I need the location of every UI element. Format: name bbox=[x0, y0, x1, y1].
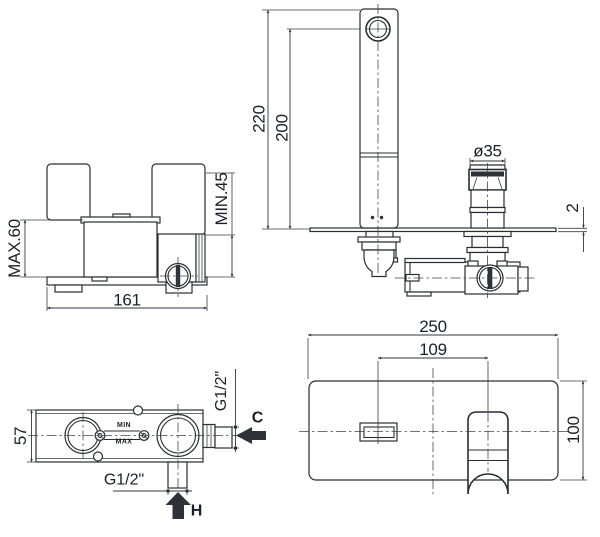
spout-opening-inner bbox=[363, 426, 395, 439]
valve-box-clip bbox=[91, 276, 108, 282]
cold-flow-arrow-icon bbox=[236, 427, 266, 444]
label-min: MIN bbox=[117, 422, 131, 429]
spout-pin-right bbox=[379, 215, 384, 220]
label-hot: H bbox=[191, 503, 203, 520]
dim-spout-height: 200 bbox=[273, 114, 292, 141]
hot-flow-arrow-icon bbox=[165, 492, 191, 519]
wall-plate-edge bbox=[309, 227, 557, 233]
spout-opening-outer bbox=[359, 422, 398, 442]
view-mixer-side: 220 200 ø35 2 bbox=[250, 4, 587, 298]
valve-box-tab bbox=[112, 213, 131, 218]
dim-cold-thread: G1/2" bbox=[213, 371, 230, 411]
spout-flange bbox=[357, 236, 401, 243]
view-rough-in-top: MIN MAX 57 G1/2" C G1/2" H bbox=[11, 369, 266, 520]
dim-handle-diameter: ø35 bbox=[473, 142, 501, 161]
valve-box bbox=[83, 221, 158, 278]
cold-outlet-fitting bbox=[202, 423, 216, 449]
baseplate-foot bbox=[54, 284, 83, 293]
dim-spout-to-handle: 109 bbox=[419, 340, 446, 359]
dim-body-width: 161 bbox=[113, 291, 140, 310]
spout-column bbox=[359, 8, 399, 229]
dim-plate-thickness: 2 bbox=[563, 203, 582, 212]
dim-plate-height: 100 bbox=[564, 416, 583, 443]
protection-cap-right bbox=[151, 163, 206, 236]
supply-elbow bbox=[363, 249, 395, 278]
dim-plate-width: 250 bbox=[419, 317, 446, 336]
label-max: MAX bbox=[116, 439, 133, 446]
cold-inlet-stub bbox=[214, 426, 233, 449]
view-rough-in-side: MAX.60 MIN.45 161 bbox=[5, 163, 235, 311]
trim-plate bbox=[308, 380, 559, 481]
protection-cap-left bbox=[46, 163, 91, 221]
label-cold: C bbox=[252, 410, 264, 427]
dim-hot-thread: G1/2" bbox=[104, 472, 144, 489]
body-bracket bbox=[404, 257, 466, 264]
body-foot bbox=[406, 291, 432, 297]
hot-inlet-stub bbox=[167, 461, 188, 489]
inlet-housing-ribs bbox=[195, 233, 206, 283]
view-trim-front: 250 109 100 bbox=[299, 317, 587, 495]
screw-boss-bottom bbox=[92, 451, 104, 462]
valve-endcap bbox=[517, 266, 529, 292]
dim-max-plaster-depth: MAX.60 bbox=[5, 219, 24, 278]
dim-min-plaster-depth: MIN.45 bbox=[212, 173, 231, 226]
screw-boss-top bbox=[132, 405, 144, 416]
strap-screw-left bbox=[94, 430, 106, 441]
spout-flange-block bbox=[361, 241, 397, 251]
spout-pin-left bbox=[370, 215, 375, 220]
dim-total-height: 220 bbox=[250, 105, 269, 132]
handle-grip-band bbox=[471, 171, 504, 177]
dim-body-depth: 57 bbox=[11, 427, 30, 445]
